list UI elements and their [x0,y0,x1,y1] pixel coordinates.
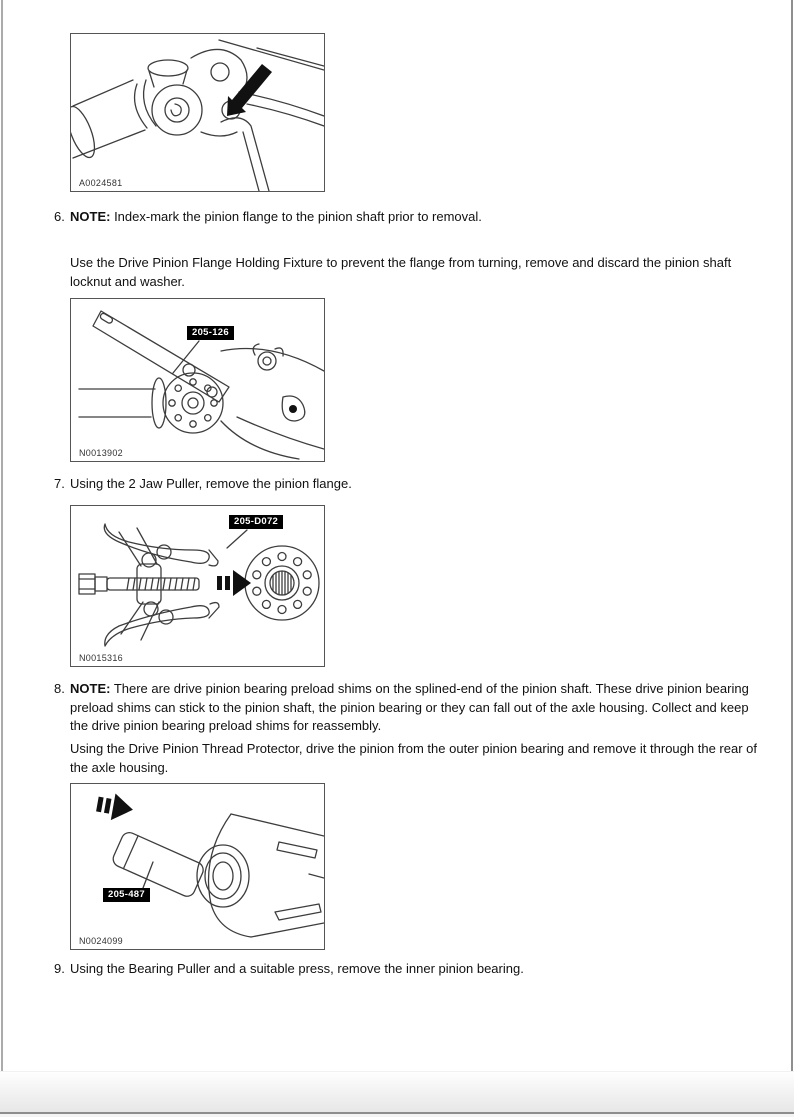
tool-number-badge: 205-487 [103,888,150,902]
tool-number-badge: 205-D072 [229,515,284,529]
step-6-number: 6. [54,209,65,224]
step-8-number: 8. [54,681,65,696]
figure-id-label: A0024581 [79,178,123,188]
figure-thread-protector: 205-487 N0024099 [70,783,325,950]
note-label: NOTE: [70,681,111,696]
figure-two-jaw-puller: 205-D072 N0015316 [70,505,325,667]
step-8-body: There are drive pinion bearing preload s… [70,681,749,733]
step-7: 7. Using the 2 Jaw Puller, remove the pi… [54,475,760,494]
step-6-text: NOTE: Index-mark the pinion flange to th… [70,208,760,227]
step-6-body: Index-mark the pinion flange to the pini… [110,209,482,224]
step-9-text: Using the Bearing Puller and a suitable … [70,961,524,976]
step-7-number: 7. [54,476,65,491]
figure-flange-holding-fixture: 205-126 N0013902 [70,298,325,462]
figure-id-label: N0015316 [79,653,123,663]
viewer-bottom-strip [0,1114,794,1117]
step-6: 6. NOTE: Index-mark the pinion flange to… [54,208,760,227]
step-9-number: 9. [54,961,65,976]
page-left-edge [1,0,3,1117]
viewer-bottom-bar [0,1071,794,1112]
viewer-bottom-bar-border [0,1112,794,1114]
step-9: 9. Using the Bearing Puller and a suitab… [54,960,760,979]
ujoint-illustration [71,39,324,191]
step-7-text: Using the 2 Jaw Puller, remove the pinio… [70,476,352,491]
step-6-paragraph: Use the Drive Pinion Flange Holding Fixt… [70,255,732,289]
step-8: 8. NOTE: There are drive pinion bearing … [54,680,760,736]
puller-illustration [78,523,320,647]
figure-id-label: N0024099 [79,936,123,946]
figure-id-label: N0013902 [79,448,123,458]
tool-number-badge: 205-126 [187,326,234,340]
page-right-edge [791,0,793,1117]
step-8-paragraph: Using the Drive Pinion Thread Protector,… [70,741,757,775]
step-8-text: NOTE: There are drive pinion bearing pre… [70,680,760,736]
holding-fixture-illustration [78,310,324,460]
figure-ujoint-index-mark: A0024581 [70,33,325,192]
note-label: NOTE: [70,209,111,224]
thread-protector-illustration [96,793,324,938]
